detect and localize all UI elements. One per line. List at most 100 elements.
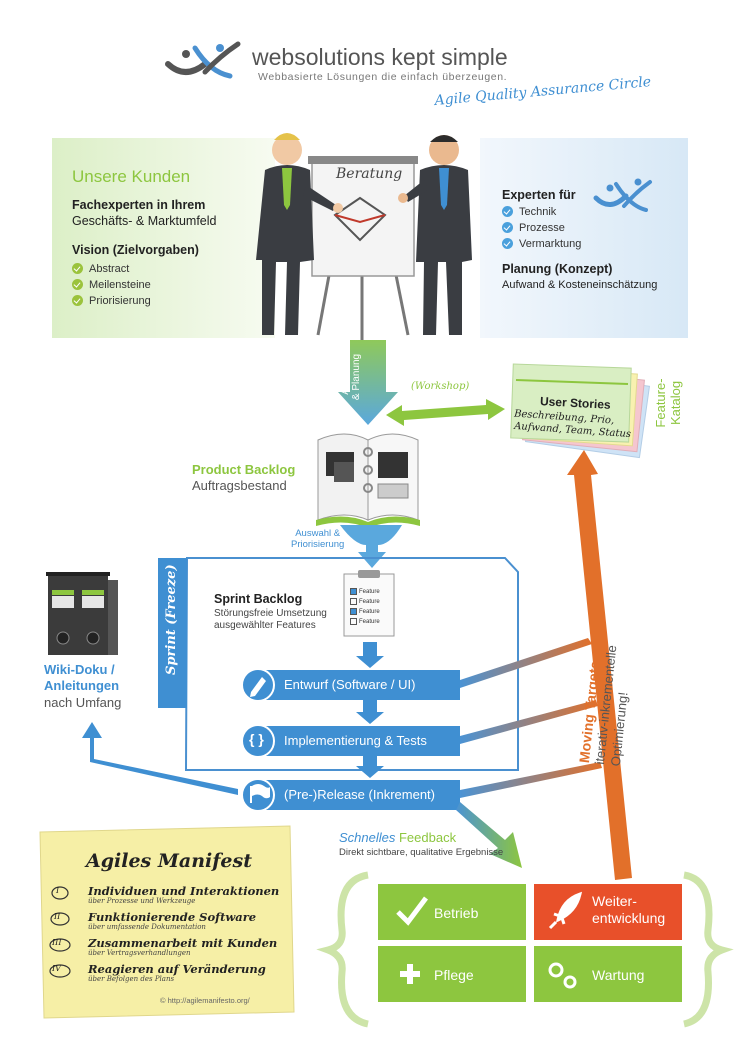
- manifesto-item-4: Reagieren auf Veränderung über Befolgen …: [88, 962, 266, 983]
- workshop-label: (Workshop): [411, 381, 470, 392]
- logo-mark: [165, 41, 241, 79]
- wiki-arrow: [82, 722, 238, 795]
- step-implementation-label: Implementierung & Tests: [284, 733, 427, 748]
- orange-link-3: [460, 762, 602, 798]
- check-icon: [502, 222, 513, 233]
- product-backlog-title: Product Backlog: [192, 462, 296, 477]
- check-icon: [502, 206, 513, 217]
- quadrant-operation-label: Betrieb: [434, 905, 479, 921]
- quadrant-care-label: Pflege: [434, 967, 474, 983]
- sprint-frame: [184, 557, 519, 771]
- left-businessman: [256, 133, 343, 335]
- feedback-subtitle: Direkt sichtbare, qualitative Ergebnisse: [339, 847, 504, 858]
- expert-panel: [480, 138, 688, 338]
- expert-logo: [593, 178, 652, 212]
- list-item: Meilensteine: [72, 277, 151, 293]
- planning-text: Aufwand & Kosteneinschätzung: [502, 279, 658, 291]
- wiki-binders: [46, 572, 118, 655]
- flipchart-label: Beratung: [336, 166, 403, 182]
- check-icon: [502, 238, 513, 249]
- checkmark-icon: [396, 896, 428, 926]
- feedback-arrow: [456, 802, 522, 868]
- wiki-line2: Anleitungen: [44, 678, 120, 693]
- list-item: Prozesse: [502, 220, 581, 236]
- list-item: Priorisierung: [72, 293, 151, 309]
- sprint-backlog-line2: ausgewählter Features: [214, 620, 316, 631]
- brand-name: websolutions kept simple: [252, 44, 508, 70]
- quadrant-development: [534, 884, 682, 940]
- sprint-backlog-title: Sprint Backlog: [214, 592, 303, 606]
- right-businessman: [398, 135, 472, 335]
- brand-tagline: Webbasierte Lösungen die einfach überzeu…: [258, 71, 508, 83]
- rocket-icon: [548, 891, 583, 930]
- step-bar-release: [252, 780, 460, 810]
- flow-arrow-2: [356, 700, 384, 724]
- product-backlog-binder: [316, 433, 420, 528]
- step-design-label: Entwurf (Software / UI): [284, 677, 416, 692]
- curly-braces-icon: { }: [249, 731, 264, 747]
- quadrant-maintenance-label: Wartung: [592, 967, 645, 983]
- manifesto-source: © http://agilemanifesto.org/: [160, 996, 250, 1005]
- manifesto-note: [39, 825, 295, 1019]
- sprint-label-bar: [158, 558, 187, 708]
- manifesto-item-3: Zusammenarbeit mit Kunden über Vertragsv…: [88, 936, 278, 957]
- manifesto-item-1: Individuen und Interaktionen über Prozes…: [88, 884, 280, 905]
- customers-expert-line2: Geschäfts- & Marktumfeld: [72, 214, 217, 228]
- quadrant-development-label: Weiter- entwicklung: [592, 893, 666, 926]
- flow-arrow-3: [356, 754, 384, 778]
- product-backlog-subtitle: Auftragsbestand: [192, 478, 287, 493]
- checkbox-checked-icon: [350, 607, 357, 615]
- check-icon: [72, 263, 83, 274]
- flow-arrow-1: [356, 642, 384, 668]
- customer-panel: [52, 138, 275, 338]
- manifesto-num-3: III: [52, 938, 62, 947]
- analysis-arrow: [338, 340, 398, 425]
- wiki-line3: nach Umfang: [44, 695, 122, 710]
- customers-expert-line1: Fachexperten in Ihrem: [72, 198, 206, 212]
- moving-target-arrow: [567, 450, 632, 880]
- planning-title: Planung (Konzept): [502, 262, 613, 276]
- list-item: Abstract: [72, 261, 151, 277]
- wiki-line1: Wiki-Doku /: [44, 662, 115, 677]
- list-item: Feature: [350, 607, 380, 617]
- check-icon: [72, 295, 83, 306]
- user-story-cards: [510, 363, 651, 459]
- manifesto-num-4: IV: [52, 964, 61, 973]
- sprint-backlog-line1: Störungsfreie Umsetzung: [214, 608, 327, 619]
- step-bar-implementation: [252, 726, 460, 756]
- step-bar-design: [252, 670, 460, 700]
- feature-catalog-label: Feature- Katalog: [653, 378, 683, 428]
- manifesto-num-2: II: [54, 912, 61, 921]
- check-icon: [72, 279, 83, 290]
- customers-title: Unsere Kunden: [72, 167, 191, 186]
- step-release-label: (Pre-)Release (Inkrement): [284, 787, 435, 802]
- right-brace: [683, 871, 734, 1028]
- experts-title: Experten für: [502, 188, 576, 202]
- quadrant-operation: [378, 884, 526, 940]
- clipboard-list: Feature Feature Feature Feature: [350, 587, 380, 627]
- workshop-arrow: [386, 399, 505, 426]
- pencil-icon: [250, 677, 266, 697]
- feedback-title: Schnelles Feedback: [339, 830, 457, 845]
- vision-list: Abstract Meilensteine Priorisierung: [72, 261, 151, 309]
- vision-title: Vision (Zielvorgaben): [72, 243, 199, 257]
- orange-link-1: [460, 638, 592, 688]
- manifesto-title: Agiles Manifest: [86, 850, 252, 872]
- manifesto-circles: [49, 886, 71, 978]
- orange-link-2: [460, 700, 598, 744]
- checkbox-checked-icon: [350, 587, 357, 595]
- list-item: Feature: [350, 617, 380, 627]
- list-item: Vermarktung: [502, 236, 581, 252]
- list-item: Feature: [350, 597, 380, 607]
- plus-icon: [400, 964, 420, 984]
- flipchart: [308, 156, 418, 340]
- flag-icon: [250, 784, 270, 803]
- checkbox-icon: [350, 597, 357, 605]
- analysis-label: Analyse & Planung: [340, 353, 362, 401]
- selection-label: Auswahl & Priorisierung: [291, 528, 345, 550]
- gears-icon: [548, 962, 577, 989]
- list-item: Feature: [350, 587, 380, 597]
- left-brace: [316, 871, 369, 1028]
- sprint-label: Sprint (Freeze): [164, 564, 179, 675]
